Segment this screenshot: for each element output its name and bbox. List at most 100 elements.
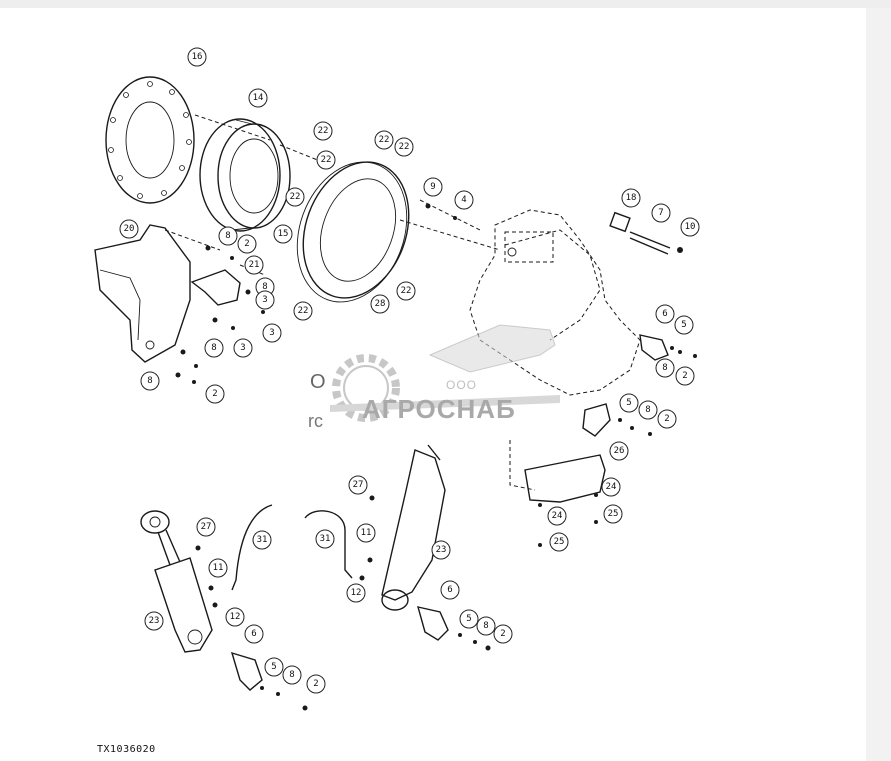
svg-text:2: 2 <box>313 679 318 689</box>
svg-text:3: 3 <box>240 343 245 353</box>
top-bar <box>0 0 891 8</box>
callout-14: 14 <box>248 88 268 108</box>
callout-2: 2 <box>675 366 695 386</box>
callout-6: 6 <box>440 580 460 600</box>
bracket-part <box>94 224 191 363</box>
svg-text:8: 8 <box>225 231 230 241</box>
callout-12: 12 <box>225 607 245 627</box>
svg-text:11: 11 <box>213 563 224 573</box>
svg-text:28: 28 <box>375 299 386 309</box>
callout-22: 22 <box>374 130 394 150</box>
callout-31: 31 <box>252 530 272 550</box>
callout-11: 11 <box>208 558 228 578</box>
callout-24: 24 <box>601 477 621 497</box>
svg-text:18: 18 <box>626 193 637 203</box>
callout-16: 16 <box>187 47 207 67</box>
callout-2: 2 <box>493 624 513 644</box>
svg-text:6: 6 <box>662 309 667 319</box>
callout-3: 3 <box>262 323 282 343</box>
svg-text:22: 22 <box>298 306 309 316</box>
svg-text:11: 11 <box>361 528 372 538</box>
callout-5: 5 <box>674 315 694 335</box>
callout-25: 25 <box>549 532 569 552</box>
hardware-fasteners <box>175 203 697 711</box>
hydraulic-cylinder-left <box>140 510 213 653</box>
svg-text:16: 16 <box>192 52 203 62</box>
callout-8: 8 <box>218 226 238 246</box>
callout-8: 8 <box>638 400 658 420</box>
svg-text:12: 12 <box>351 588 362 598</box>
svg-text:22: 22 <box>318 126 329 136</box>
svg-text:8: 8 <box>662 363 667 373</box>
callout-26: 26 <box>609 441 629 461</box>
svg-text:4: 4 <box>461 195 466 205</box>
callout-22: 22 <box>313 121 333 141</box>
svg-text:25: 25 <box>554 537 565 547</box>
svg-text:8: 8 <box>483 621 488 631</box>
svg-text:3: 3 <box>269 328 274 338</box>
svg-text:7: 7 <box>658 208 663 218</box>
svg-text:8: 8 <box>289 670 294 680</box>
cropped-text-fragment: rc <box>308 411 323 431</box>
callout-20: 20 <box>119 219 139 239</box>
callout-31: 31 <box>315 529 335 549</box>
callout-8: 8 <box>204 338 224 358</box>
svg-text:12: 12 <box>230 612 241 622</box>
callout-27: 27 <box>348 475 368 495</box>
svg-text:22: 22 <box>321 155 332 165</box>
svg-text:3: 3 <box>262 295 267 305</box>
callout-6: 6 <box>655 304 675 324</box>
svg-text:2: 2 <box>664 414 669 424</box>
callout-10: 10 <box>680 217 700 237</box>
svg-text:31: 31 <box>257 535 268 545</box>
callout-3: 3 <box>255 290 275 310</box>
callout-21: 21 <box>244 255 264 275</box>
svg-text:5: 5 <box>626 398 631 408</box>
callout-8: 8 <box>476 616 496 636</box>
callout-7: 7 <box>651 203 671 223</box>
svg-text:15: 15 <box>278 229 289 239</box>
callout-23: 23 <box>144 611 164 631</box>
callout-27: 27 <box>196 517 216 537</box>
callout-22: 22 <box>316 150 336 170</box>
small-bracket-part <box>190 269 241 306</box>
hose-right <box>304 510 353 579</box>
svg-text:14: 14 <box>253 93 264 103</box>
watermark-logo <box>330 324 560 422</box>
callout-22: 22 <box>396 281 416 301</box>
callout-22: 22 <box>293 301 313 321</box>
svg-text:23: 23 <box>436 545 447 555</box>
svg-text:2: 2 <box>212 389 217 399</box>
svg-text:2: 2 <box>244 239 249 249</box>
callout-2: 2 <box>306 674 326 694</box>
svg-text:2: 2 <box>682 371 687 381</box>
svg-text:24: 24 <box>606 482 617 492</box>
svg-text:22: 22 <box>379 135 390 145</box>
svg-text:5: 5 <box>271 662 276 672</box>
callout-2: 2 <box>237 234 257 254</box>
svg-text:31: 31 <box>320 534 331 544</box>
callout-24: 24 <box>547 506 567 526</box>
callout-8: 8 <box>655 358 675 378</box>
callout-6: 6 <box>244 624 264 644</box>
callout-18: 18 <box>621 188 641 208</box>
callout-2: 2 <box>657 409 677 429</box>
svg-text:2: 2 <box>500 629 505 639</box>
watermark-brand: АГРОСНАБ <box>362 394 516 424</box>
svg-text:8: 8 <box>147 376 152 386</box>
svg-text:26: 26 <box>614 446 625 456</box>
svg-text:25: 25 <box>608 509 619 519</box>
pivot-pin-part <box>609 211 671 255</box>
svg-text:22: 22 <box>290 192 301 202</box>
callout-9: 9 <box>423 177 443 197</box>
callout-5: 5 <box>459 609 479 629</box>
flange-ring-part <box>296 161 410 303</box>
callout-3: 3 <box>233 338 253 358</box>
watermark-prefix: ООО <box>446 378 478 392</box>
clevis-left <box>230 651 263 691</box>
gasket-plate-part <box>105 76 195 204</box>
callout-8: 8 <box>140 371 160 391</box>
callout-15: 15 <box>273 224 293 244</box>
hose-left <box>231 504 273 591</box>
